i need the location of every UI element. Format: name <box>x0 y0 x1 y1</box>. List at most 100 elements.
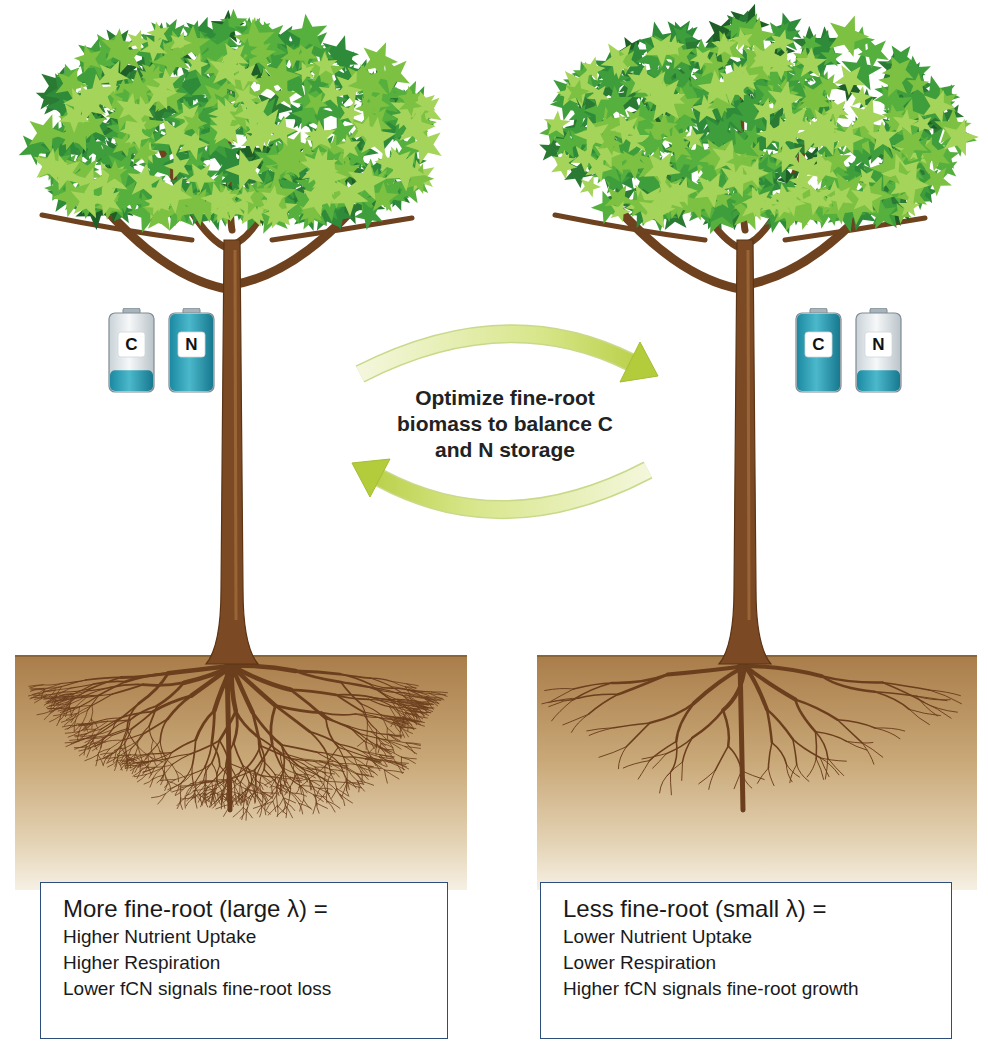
root <box>127 759 130 769</box>
root <box>142 760 149 769</box>
root <box>181 765 193 783</box>
root <box>563 714 589 725</box>
root <box>346 780 349 790</box>
root <box>571 714 588 732</box>
root <box>578 694 618 698</box>
root <box>359 733 382 748</box>
root <box>50 716 61 722</box>
root <box>302 759 316 767</box>
root <box>176 771 179 782</box>
root <box>98 755 103 766</box>
root <box>233 781 246 789</box>
root <box>612 675 668 683</box>
root <box>52 703 69 711</box>
root <box>160 741 166 759</box>
root <box>196 766 206 782</box>
root <box>327 781 341 794</box>
root <box>275 706 309 732</box>
root <box>143 683 184 686</box>
root <box>327 801 335 812</box>
leaf <box>294 62 314 83</box>
root <box>623 761 649 768</box>
root <box>55 688 71 690</box>
root <box>293 793 302 802</box>
root <box>84 719 92 728</box>
root <box>742 771 765 780</box>
root <box>847 741 873 743</box>
root <box>88 695 99 710</box>
root <box>322 713 356 715</box>
root <box>349 727 365 742</box>
root <box>862 743 874 764</box>
root <box>599 747 626 758</box>
root <box>545 689 574 691</box>
leaf <box>356 117 396 156</box>
root <box>369 699 390 707</box>
root <box>153 768 162 779</box>
root <box>61 680 86 684</box>
root <box>355 714 378 718</box>
root <box>336 695 363 712</box>
root <box>103 723 116 740</box>
root <box>418 703 432 704</box>
root <box>587 728 614 731</box>
root <box>85 729 95 734</box>
leaf <box>186 164 216 193</box>
root <box>217 794 220 804</box>
root <box>257 803 265 813</box>
tree <box>539 4 979 664</box>
root <box>820 758 839 775</box>
root <box>243 765 249 782</box>
root <box>542 700 573 704</box>
root <box>768 743 772 768</box>
root <box>287 807 293 818</box>
leaf <box>300 147 338 183</box>
root <box>272 786 274 796</box>
root <box>345 757 366 759</box>
root <box>318 776 322 784</box>
root <box>121 729 127 747</box>
root <box>404 693 426 697</box>
root <box>65 732 79 734</box>
leaf <box>140 36 167 63</box>
leaf <box>261 185 286 210</box>
root <box>638 761 649 780</box>
root <box>86 677 121 680</box>
root <box>61 707 79 708</box>
root <box>399 702 419 703</box>
root <box>69 707 72 717</box>
leaf <box>146 77 178 109</box>
root-system <box>29 660 448 820</box>
root <box>757 768 768 783</box>
root <box>294 764 305 773</box>
root <box>75 745 87 749</box>
root <box>79 735 97 741</box>
root <box>205 766 206 784</box>
root <box>238 793 240 802</box>
root <box>262 796 264 804</box>
leaf <box>405 126 442 164</box>
root <box>389 734 398 741</box>
root <box>551 689 573 701</box>
root <box>115 704 139 723</box>
root <box>349 727 371 732</box>
root <box>401 757 415 763</box>
root <box>162 768 168 781</box>
trunk <box>719 240 771 664</box>
root <box>281 745 316 752</box>
root <box>125 759 127 768</box>
root <box>340 795 345 806</box>
tree <box>19 9 442 664</box>
trunk-highlight <box>748 250 749 620</box>
root-system <box>542 660 962 810</box>
root <box>385 770 400 779</box>
root <box>284 768 297 774</box>
leaf <box>77 74 118 115</box>
root <box>300 786 302 794</box>
leaf <box>102 160 127 184</box>
root <box>151 741 153 752</box>
root <box>200 796 209 802</box>
root <box>296 786 300 795</box>
root <box>194 782 212 785</box>
